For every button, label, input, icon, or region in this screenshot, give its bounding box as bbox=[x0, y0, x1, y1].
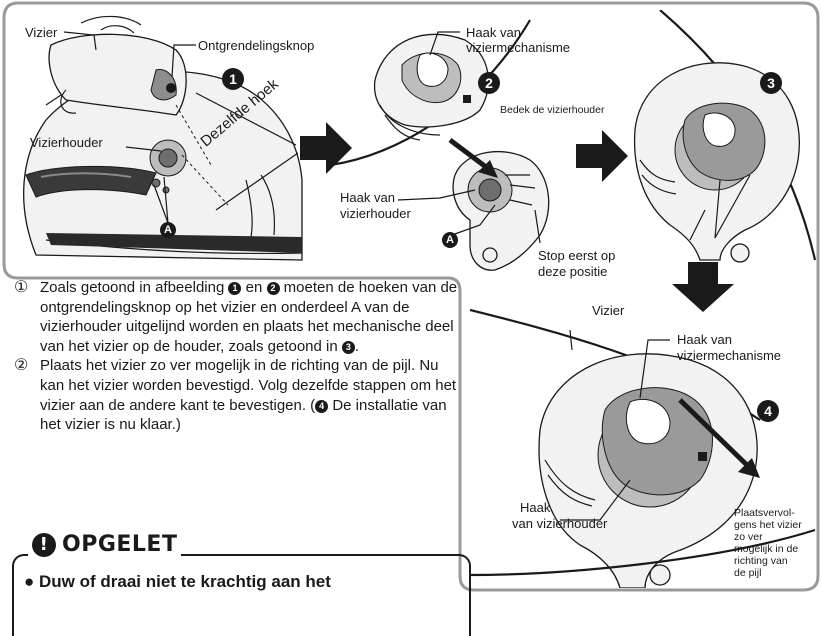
step-marker-2: 2 bbox=[478, 72, 500, 94]
label-hook-holder-4b: van vizierhouder bbox=[512, 516, 607, 531]
label-release-button: Ontgrendelingsknop bbox=[198, 38, 314, 53]
label-hook-visor-mech-4b: viziermechanisme bbox=[677, 348, 781, 363]
label-stop-first-2: deze positie bbox=[538, 264, 607, 279]
label-place-next: Plaatsvervol-gens het vizier zo ver moge… bbox=[734, 507, 802, 579]
label-hook-visor-mech-1: Haak van bbox=[466, 25, 521, 40]
step-marker-1: 1 bbox=[222, 68, 244, 90]
marker-a-2: A bbox=[442, 232, 458, 248]
instruction-list: ① Zoals getoond in afbeelding 1 en 2 moe… bbox=[14, 278, 464, 435]
caution-title-text: OPGELET bbox=[62, 532, 177, 557]
label-vizier-4: Vizier bbox=[592, 303, 624, 318]
exclamation-icon: ! bbox=[32, 533, 56, 557]
mechanism-illustration-3 bbox=[620, 10, 818, 270]
label-vizier: Vizier bbox=[25, 25, 57, 40]
label-stop-first-1: Stop eerst op bbox=[538, 248, 615, 263]
label-visor-holder: Vizierhouder bbox=[30, 135, 103, 150]
instruction-number-1: ① bbox=[14, 278, 28, 298]
label-hook-visor-mech-4a: Haak van bbox=[677, 332, 732, 347]
step-marker-3: 3 bbox=[760, 72, 782, 94]
instruction-1-text-b: en bbox=[241, 279, 266, 296]
instruction-1-text-a: Zoals getoond in afbeelding bbox=[40, 279, 228, 296]
label-hook-holder-1: Haak van bbox=[340, 190, 395, 205]
instruction-number-2: ② bbox=[14, 356, 28, 376]
caution-bullet: ● Duw of draai niet te krachtig aan het bbox=[24, 572, 331, 592]
caution-title: ! OPGELET bbox=[28, 532, 181, 557]
step-marker-4: 4 bbox=[757, 400, 779, 422]
caution-border bbox=[12, 554, 471, 636]
ref-marker-1: 1 bbox=[228, 282, 241, 295]
label-hook-holder-4a: Haak bbox=[520, 500, 550, 515]
instruction-1-text-d: . bbox=[355, 338, 359, 355]
instruction-item-2: ② Plaats het vizier zo ver mogelijk in d… bbox=[14, 356, 464, 434]
ref-marker-4: 4 bbox=[315, 400, 328, 413]
label-cover-holder: Bedek de vizierhouder bbox=[500, 104, 604, 116]
marker-a-1: A bbox=[160, 222, 176, 238]
label-hook-visor-mech-2: viziermechanisme bbox=[466, 40, 570, 55]
instruction-item-1: ① Zoals getoond in afbeelding 1 en 2 moe… bbox=[14, 278, 464, 356]
ref-marker-3: 3 bbox=[342, 341, 355, 354]
label-hook-holder-2: vizierhouder bbox=[340, 206, 411, 221]
ref-marker-2: 2 bbox=[267, 282, 280, 295]
